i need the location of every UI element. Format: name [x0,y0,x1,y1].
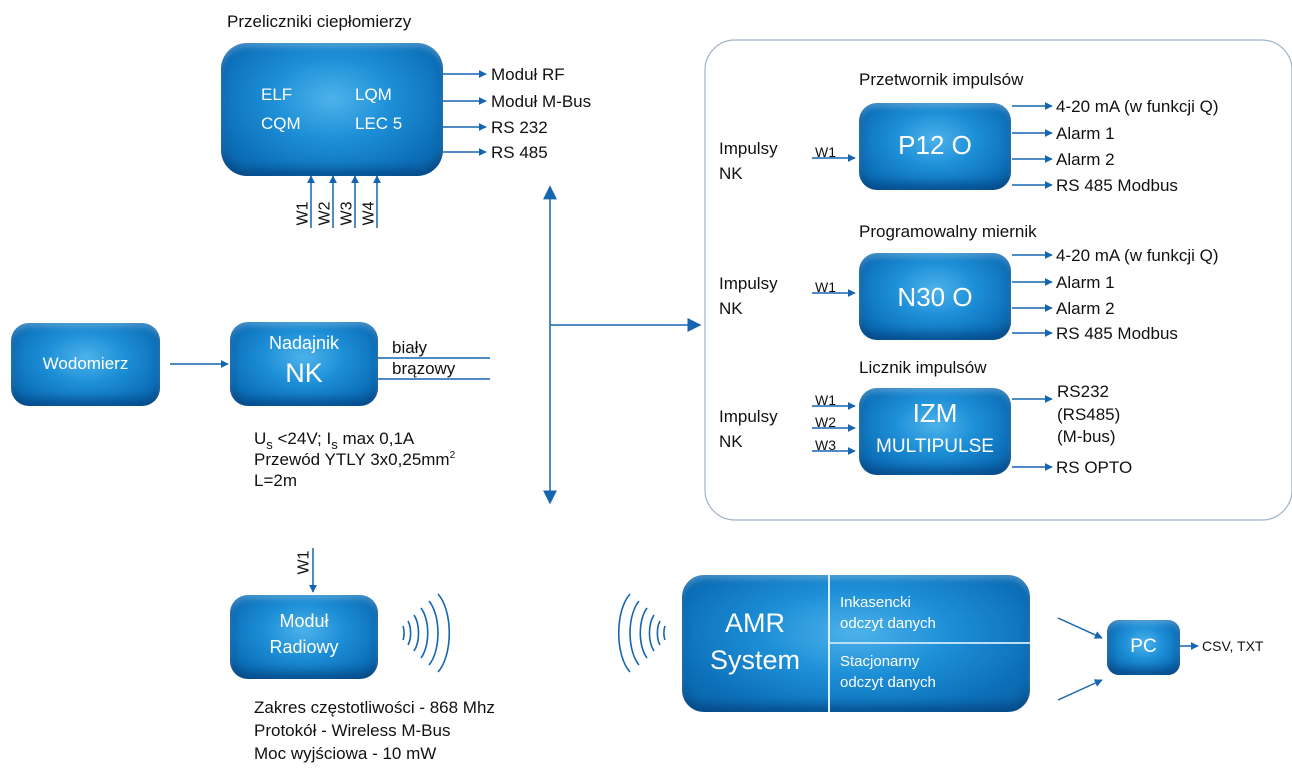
heat-converters-box[interactable]: ELF LQM CQM LEC 5 [221,43,443,176]
devices-panel-border [704,39,1292,521]
amr-mode-1a: Inkasencki [840,594,911,611]
radio-input-w1: W1 [295,550,313,575]
izm-input-w2: W2 [815,414,836,430]
radio-spec-power: Moc wyjściowa - 10 mW [254,744,437,763]
izm-output-rs232: RS232 [1057,382,1109,401]
p12-input-label-1: Impulsy [719,139,778,158]
izm-output-mbus: (M-bus) [1057,427,1116,446]
p12-o-label: P12 O [898,130,972,160]
n30-input-w1: W1 [815,279,836,295]
radio-module-box[interactable]: Moduł Radiowy [230,595,378,679]
n30-output-1: 4-20 mA (w funkcji Q) [1056,246,1219,265]
model-elf: ELF [261,85,293,104]
pc-box[interactable]: PC [1107,620,1180,675]
water-meter-label: Wodomierz [42,354,129,373]
output-modul-mbus: Moduł M-Bus [491,92,592,111]
programmable-meter-title: Programowalny miernik [859,222,1037,241]
amr-mode-2a: Stacjonarny [840,653,920,670]
izm-input-w3: W3 [815,437,836,453]
n30-output-4: RS 485 Modbus [1056,324,1178,343]
n30-input-label-2: NK [719,299,743,318]
pulse-counter-title: Licznik impulsów [859,358,987,377]
pc-output-label: CSV, TXT [1202,638,1264,654]
output-rs232: RS 232 [491,118,548,137]
input-label-w3: W3 [338,201,356,226]
pulse-converter-title: Przetwornik impulsów [859,70,1024,89]
izm-multipulse-box[interactable]: IZM MULTIPULSE [859,388,1011,475]
transmitter-label-main: NK [285,358,323,388]
izm-output-rs485: (RS485) [1057,405,1121,424]
output-modul-rf: Moduł RF [491,65,565,84]
arrow-to-pc-2 [1057,679,1103,701]
p12-output-4: RS 485 Modbus [1056,176,1178,195]
p12-output-1: 4-20 mA (w funkcji Q) [1056,97,1219,116]
izm-label: IZM [912,398,958,428]
p12-o-box[interactable]: P12 O [859,103,1011,190]
amr-label-2: System [709,645,801,675]
output-rs485: RS 485 [491,143,548,162]
amr-mode-1b: odczyt danych [840,615,936,632]
n30-input-label-1: Impulsy [719,274,778,293]
amr-divider-vertical [828,575,830,712]
input-label-w2: W2 [316,201,334,226]
transmitter-spec-length: L=2m [254,471,297,490]
p12-input-label-2: NK [719,164,743,183]
izm-input-label-2: NK [719,432,743,451]
wire-white-label: biały [392,338,427,357]
input-label-w1: W1 [294,201,312,226]
model-lqm: LQM [355,85,392,104]
izm-input-w1: W1 [815,392,836,408]
transmitter-nk-box[interactable]: Nadajnik NK [230,322,378,406]
model-lec5: LEC 5 [355,114,403,133]
transmitter-spec-supply: Us <24V; Is max 0,1A [254,429,415,452]
transmitter-spec-cable: Przewód YTLY 3x0,25mm2 [254,450,456,469]
p12-output-3: Alarm 2 [1056,150,1115,169]
amr-system-box[interactable]: AMR System Inkasencki odczyt danych Stac… [682,575,1030,712]
izm-input-label-1: Impulsy [719,407,778,426]
izm-output-rs-opto: RS OPTO [1056,458,1133,477]
radio-module-label-1: Moduł [279,611,329,631]
amr-label-1: AMR [725,608,785,638]
p12-output-2: Alarm 1 [1056,124,1115,143]
input-label-w4: W4 [360,201,378,226]
amr-divider-horizontal [830,642,1030,644]
radio-spec-frequency: Zakres częstotliwości - 868 Mhz [254,698,495,717]
multipulse-label: MULTIPULSE [876,436,994,457]
n30-o-label: N30 O [897,282,973,312]
arrow-to-pc-1 [1057,617,1103,639]
wire-brown-label: brązowy [392,359,456,378]
n30-o-box[interactable]: N30 O [859,253,1011,340]
n30-output-2: Alarm 1 [1056,273,1115,292]
n30-output-3: Alarm 2 [1056,299,1115,318]
heat-converters-title: Przeliczniki ciepłomierzy [227,12,412,31]
model-cqm: CQM [261,114,301,133]
transmitter-label-top: Nadajnik [268,333,340,353]
amr-mode-2b: odczyt danych [840,674,936,691]
pc-label: PC [1130,636,1157,657]
radio-waves-transmit-icon [402,593,451,673]
p12-input-w1: W1 [815,144,836,160]
water-meter-box[interactable]: Wodomierz [11,323,160,406]
radio-module-label-2: Radiowy [269,637,339,657]
radio-spec-protocol: Protokół - Wireless M-Bus [254,721,451,740]
radio-waves-receive-icon [617,593,666,673]
